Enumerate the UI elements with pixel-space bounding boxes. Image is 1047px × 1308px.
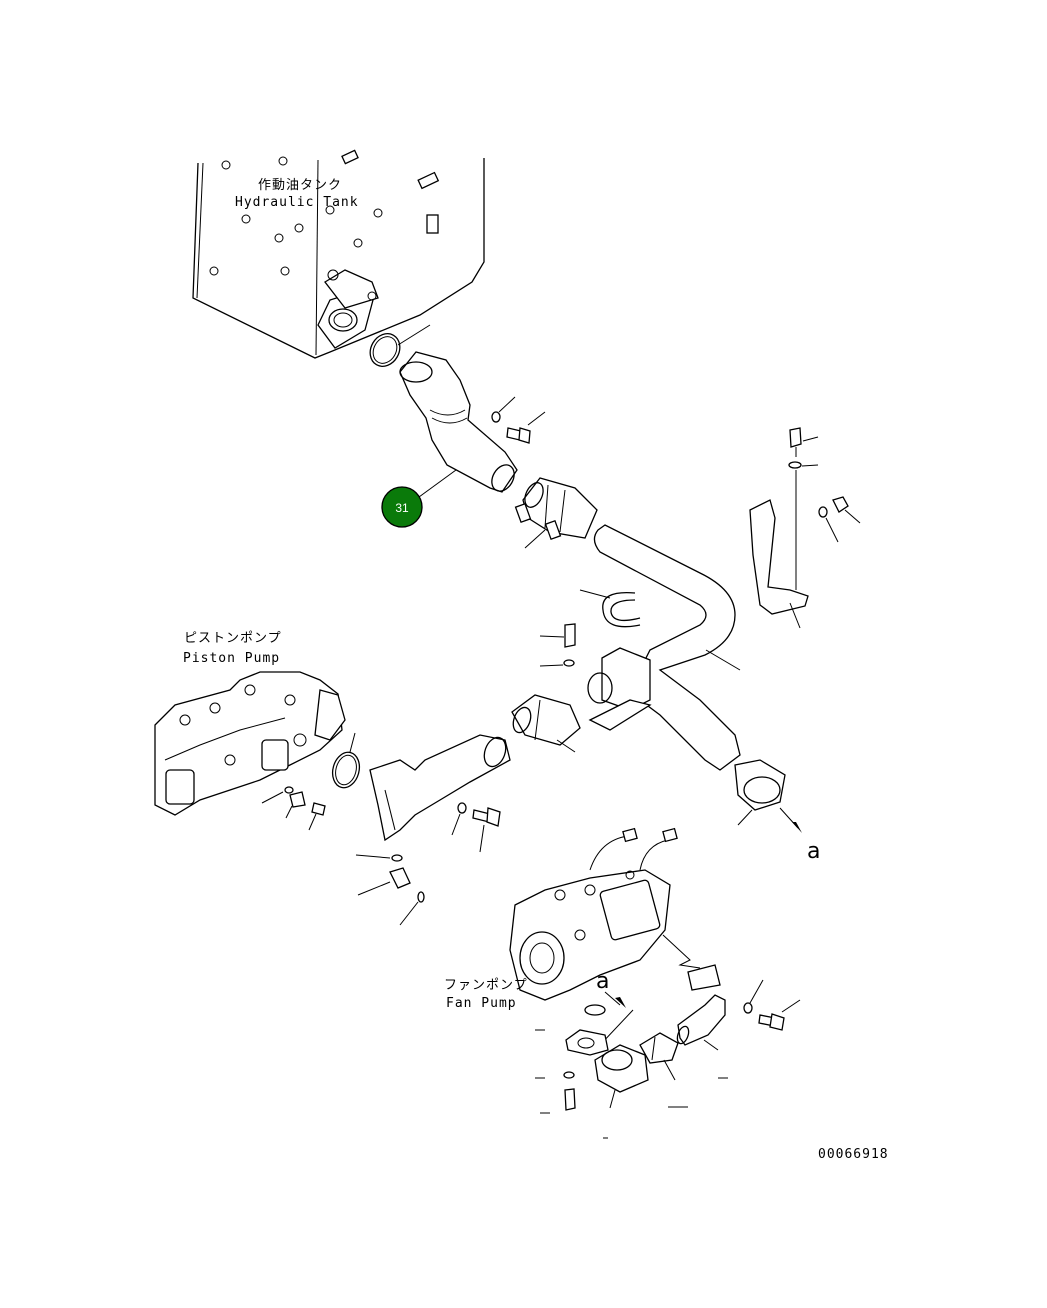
main-suction-pipe xyxy=(593,524,741,771)
fan-pump xyxy=(509,827,678,1001)
piston-pump-label: ピストンポンプ Piston Pump xyxy=(183,631,282,666)
fan-pump-label: ファンポンプ Fan Pump xyxy=(444,978,528,1011)
pipe-mount-bolt xyxy=(539,623,576,667)
reference-a-upper: a xyxy=(807,839,820,864)
fan-label-jp: ファンポンプ xyxy=(444,978,528,993)
callout-number: 31 xyxy=(395,501,409,515)
tank-label-en: Hydraulic Tank xyxy=(235,195,359,210)
piston-pump xyxy=(154,671,346,816)
reference-a-lower: a xyxy=(596,969,609,994)
hose-clamp-lower-right xyxy=(734,759,802,833)
callout-31[interactable]: 31 xyxy=(381,469,457,528)
hydraulic-tank xyxy=(192,149,485,359)
piston-label-en: Piston Pump xyxy=(183,651,280,666)
lower-elbow-pipe xyxy=(369,734,511,853)
washer-bolt-upper xyxy=(491,396,546,444)
pipe-tee-block xyxy=(587,647,652,731)
drain-fittings xyxy=(355,854,425,926)
hose-clamp-middle xyxy=(511,694,581,753)
bracket xyxy=(749,499,809,629)
fan-suction-parts xyxy=(535,1004,649,1114)
fan-label-en: Fan Pump xyxy=(446,996,517,1011)
hydraulic-tank-label: 作動油タンク Hydraulic Tank xyxy=(235,178,359,210)
o-ring-tank xyxy=(369,324,431,367)
drawing-number: 00066918 xyxy=(818,1147,889,1162)
callout-bubble[interactable] xyxy=(381,486,423,528)
bracket-bolt-stack xyxy=(788,427,861,590)
fan-hose-parts xyxy=(603,934,801,1139)
tank-label-jp: 作動油タンク xyxy=(258,178,342,193)
u-bolt xyxy=(579,589,641,628)
piston-fittings xyxy=(261,786,326,831)
o-ring-piston xyxy=(331,732,361,789)
piston-label-jp: ピストンポンプ xyxy=(184,631,282,646)
elbow-pipe xyxy=(399,351,518,493)
hose-clamp-upper xyxy=(514,477,598,549)
